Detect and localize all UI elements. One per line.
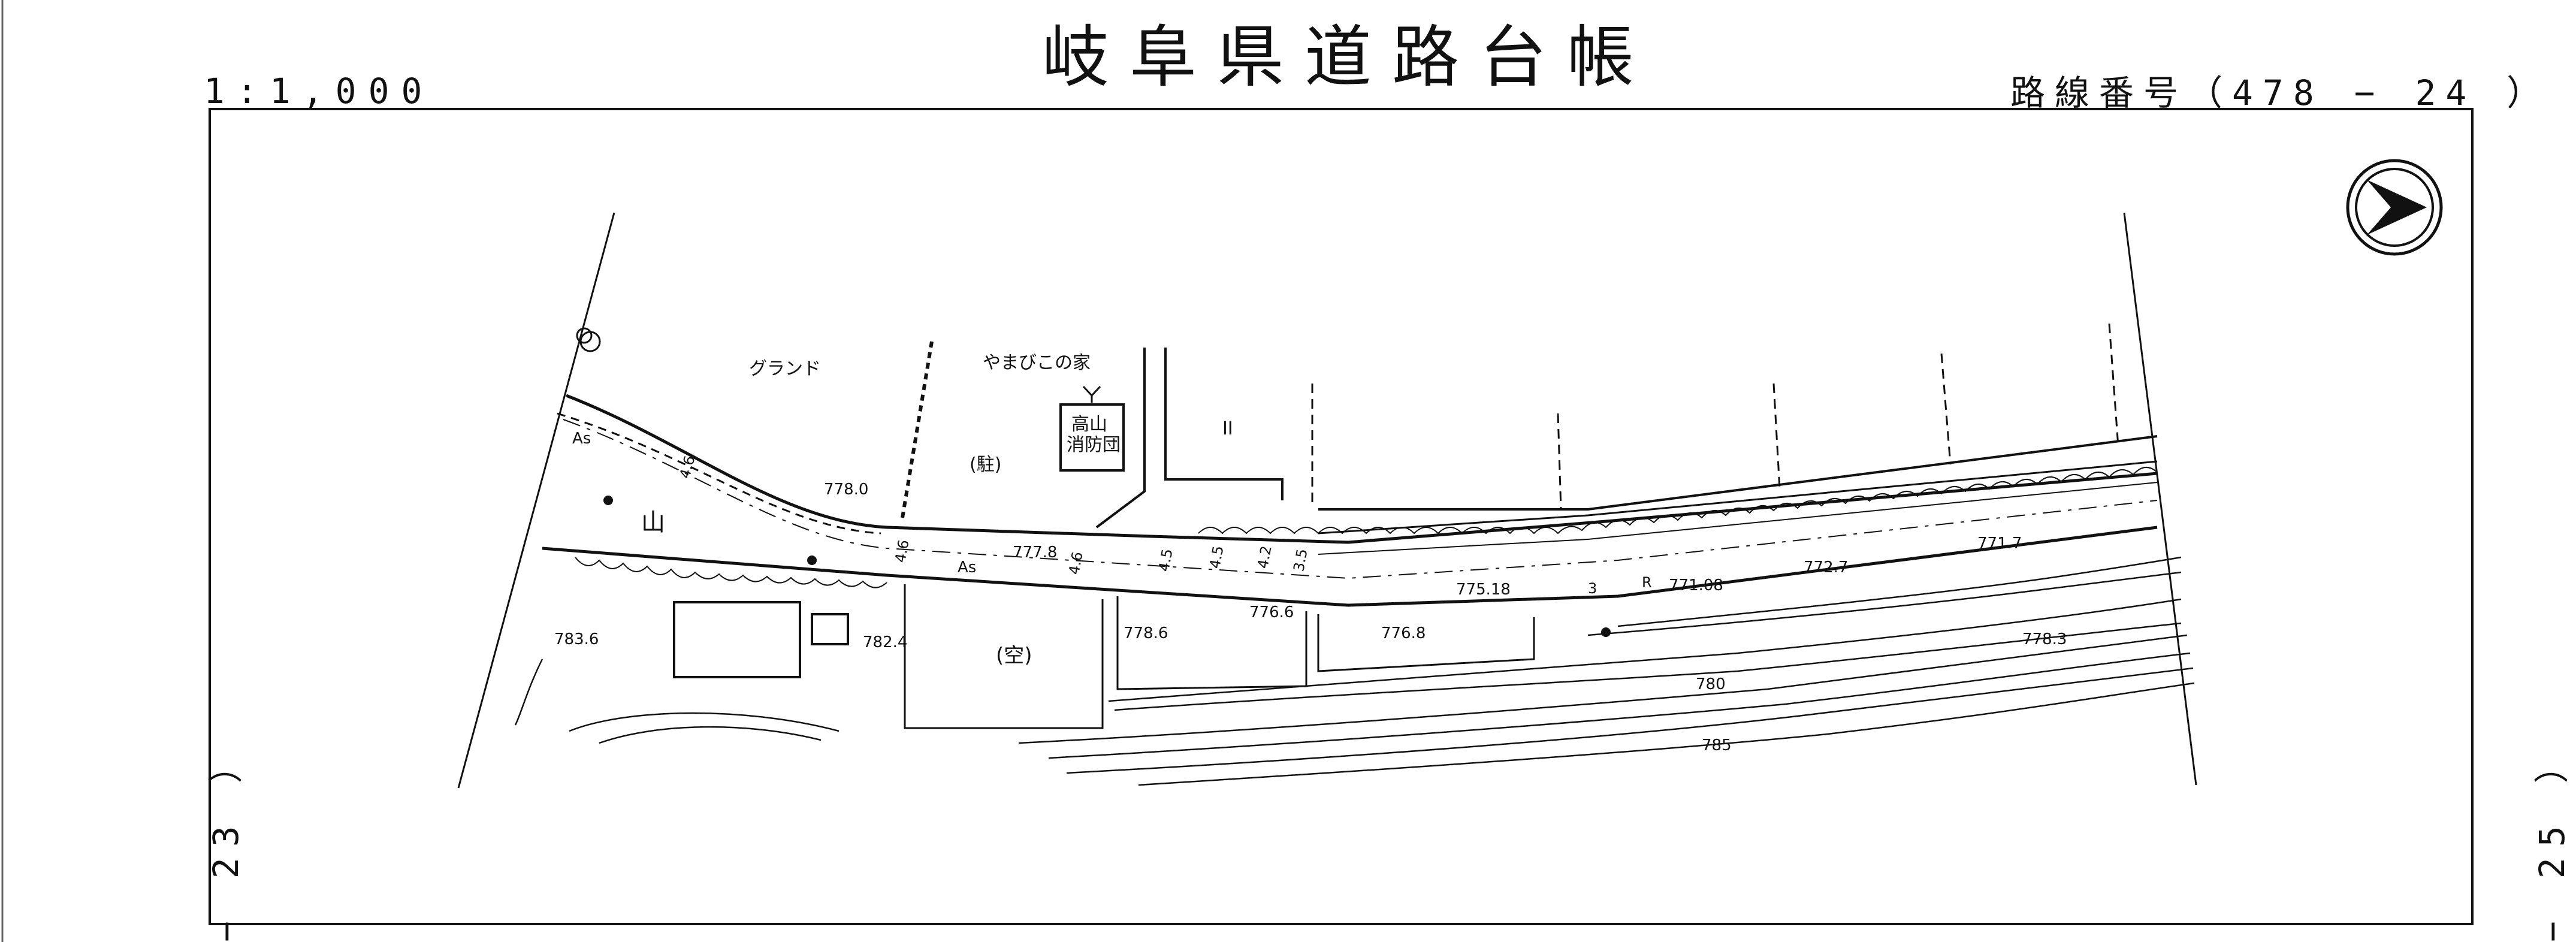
width-4-6-b: 4.6 <box>892 539 912 564</box>
elev-776-8: 776.8 <box>1381 624 1426 642</box>
marker-dot-3 <box>1601 627 1611 637</box>
parcel-north-1 <box>1095 348 1146 529</box>
width-4-2: 4.2 <box>1254 545 1275 570</box>
width-4-6-c: 4.6 <box>1065 551 1086 576</box>
elev-771-08: 771.08 <box>1669 576 1723 594</box>
label-fire-brigade-1: 高山 <box>1071 414 1107 435</box>
road-centerline <box>563 419 2158 579</box>
map-frame <box>209 108 2474 925</box>
marker-dot-2 <box>807 555 817 565</box>
road-branch-north <box>557 412 881 535</box>
north-arrow-icon <box>2346 159 2443 256</box>
road-lower-curb <box>1318 482 2158 555</box>
hedge-row-south <box>575 557 887 588</box>
fire-brigade-symbol <box>1082 385 1101 403</box>
label-asphalt-2: As <box>958 558 976 576</box>
label-asphalt-1: As <box>572 430 591 448</box>
elev-775-18: 775.18 <box>1456 581 1511 599</box>
elev-771-7: 771.7 <box>1977 535 2022 552</box>
parcel-north-3 <box>1318 435 2158 511</box>
width-3-5: 3.5 <box>1290 548 1310 573</box>
elev-778-3: 778.3 <box>2022 630 2067 648</box>
route-number: 路線番号（478 − 24 ） <box>2010 73 2551 113</box>
label-field: ⅠⅠ <box>1222 418 1233 439</box>
dashed-lot-line <box>900 341 934 522</box>
contour-780: 780 <box>1696 675 1726 693</box>
label-yamabiko: やまびこの家 <box>983 352 1091 373</box>
contour-785: 785 <box>1702 736 1732 754</box>
elev-778-6: 778.6 <box>1124 624 1168 642</box>
boundary-right <box>2123 212 2197 786</box>
elev-777-8: 777.8 <box>1013 544 1057 561</box>
width-4-6-a: 4.6 <box>677 454 699 480</box>
lot-south-3 <box>1317 614 1535 672</box>
building-2 <box>811 613 849 645</box>
lot-vacant <box>904 584 1104 729</box>
road-upper-sidewalk <box>1318 460 2158 535</box>
label-fire-brigade-2: 消防団 <box>1067 434 1121 455</box>
fire-brigade-box <box>1059 403 1125 472</box>
elev-776-6: 776.6 <box>1249 603 1294 621</box>
width-4-5-b: 4.5 <box>1206 545 1227 570</box>
elev-783-6: 783.6 <box>554 630 599 648</box>
tree-line-2 <box>1557 413 1562 510</box>
width-4-5-a: 4.5 <box>1155 548 1176 573</box>
tree-line-4 <box>1940 353 1952 465</box>
road-edge-north <box>566 394 2158 544</box>
label-ground: グランド <box>749 358 821 379</box>
tree-symbol <box>576 327 601 352</box>
tree-line-5 <box>2108 323 2119 447</box>
boundary-left <box>457 212 615 789</box>
parcel-north-2 <box>1164 348 1284 500</box>
tree-line-3 <box>1772 383 1781 489</box>
building-1 <box>673 601 801 678</box>
label-vacant: (空) <box>996 644 1032 668</box>
elev-778-0: 778.0 <box>824 481 868 499</box>
lot-south-2 <box>1116 596 1307 690</box>
hedge-row-north <box>1198 467 2158 535</box>
label-road-r: R <box>1642 574 1652 591</box>
marker-dot-1 <box>603 496 613 505</box>
label-parking: (駐) <box>970 454 1001 475</box>
elev-772-7: 772.7 <box>1804 558 1848 576</box>
width-3: 3 <box>1588 580 1597 597</box>
ledger-title: 岐阜県道路台帳 <box>1042 19 1654 96</box>
contour-lines <box>514 556 2195 786</box>
map-scale: 1:1,000 <box>204 71 434 111</box>
elev-782-4: 782.4 <box>863 633 907 651</box>
road-edge-south <box>542 526 2158 607</box>
label-mountain: 山 <box>641 509 665 536</box>
